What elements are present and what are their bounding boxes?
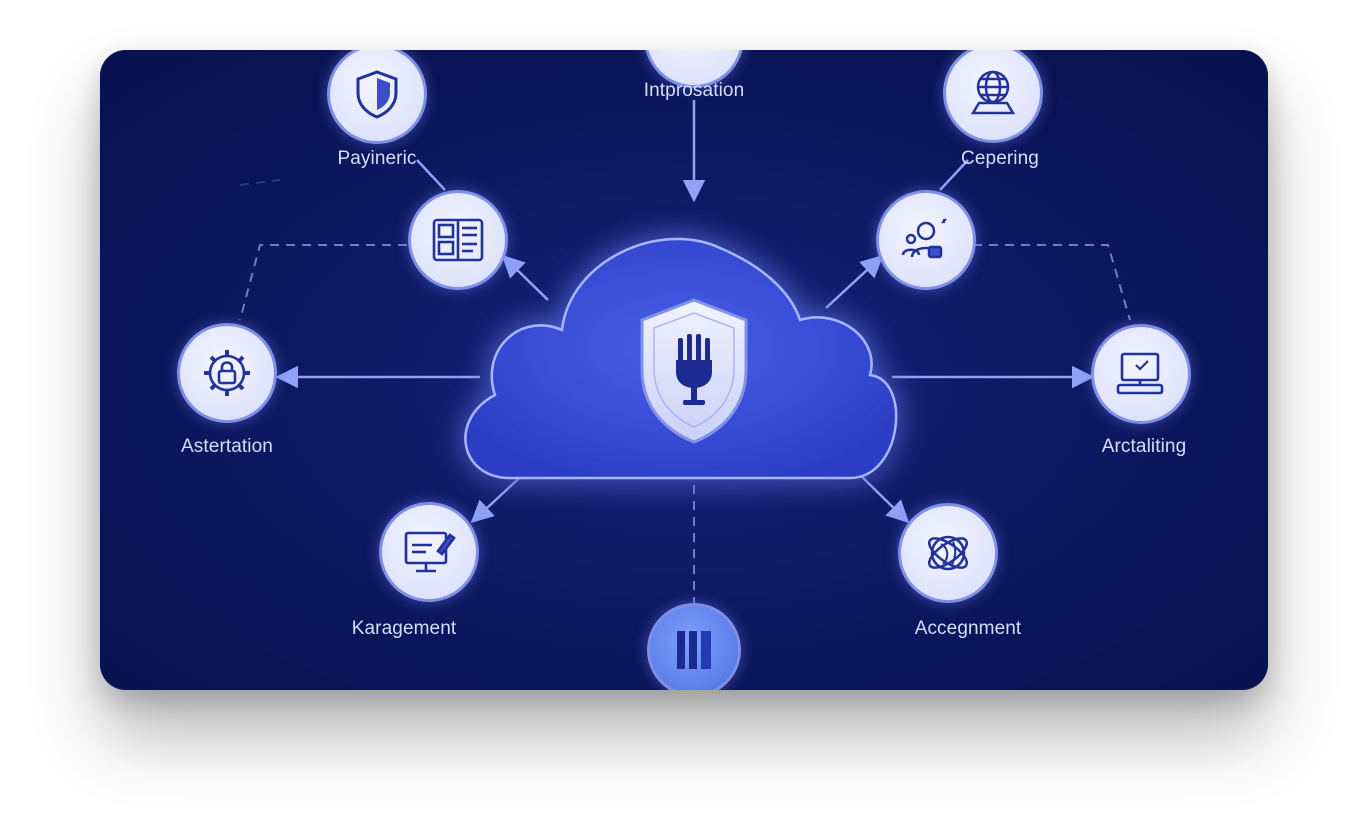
arrow-lower-right (854, 469, 910, 524)
cloud-security-diagram: Intprosation Payineric Cepering Astertat… (100, 50, 1268, 690)
label-bottom-right: Accegnment (914, 618, 1022, 639)
user-group-icon (901, 218, 947, 259)
line-top-left (416, 159, 446, 191)
arrow-upper-left (501, 254, 549, 301)
shield-plug-icon (640, 298, 748, 444)
label-top-left: Payineric (337, 148, 417, 169)
diagram-canvas (239, 100, 1131, 605)
arrow-upper-right (825, 254, 884, 309)
node-gear-lock[interactable] (177, 323, 277, 423)
globe-laptop-icon (970, 70, 1016, 115)
line-top-right (939, 159, 969, 191)
network-globe-icon (928, 535, 968, 571)
node-shield[interactable] (327, 50, 427, 144)
label-right: Arctaliting (1101, 436, 1187, 457)
node-computer[interactable] (1091, 324, 1191, 424)
label-left: Astertation (181, 436, 273, 457)
node-server[interactable] (647, 603, 741, 690)
label-bottom-left: Karagement (351, 618, 457, 639)
node-monitor-pen[interactable] (379, 502, 479, 602)
document-grid-icon (432, 218, 484, 262)
node-network-globe[interactable] (898, 503, 998, 603)
dashed-line-right (973, 244, 1131, 321)
shield-icon (356, 70, 398, 119)
server-rack-icon (677, 631, 711, 669)
label-top: Intprosation (643, 80, 745, 101)
monitor-pen-icon (404, 531, 456, 573)
computer-icon (1116, 352, 1164, 395)
dashed-connectors (239, 179, 1131, 605)
gear-lock-icon (204, 350, 250, 396)
node-globe-laptop[interactable] (943, 50, 1043, 143)
node-user-group[interactable] (876, 190, 976, 290)
dashed-line-left (239, 244, 407, 321)
label-top-right: Cepering (961, 148, 1039, 169)
node-document-grid[interactable] (408, 190, 508, 290)
